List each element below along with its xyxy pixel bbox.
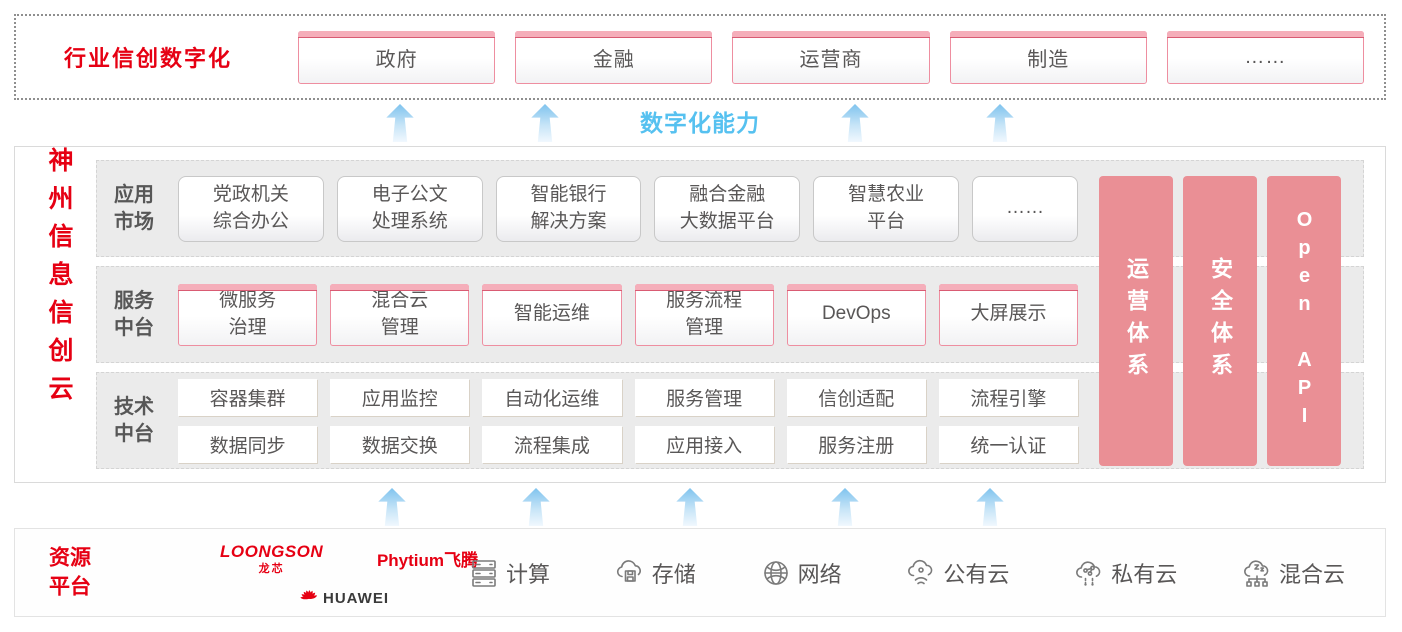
pillar-security-system: 安全体系 [1183, 176, 1257, 466]
resource-items: 计算 存储 网络 [467, 529, 1345, 616]
resource-section: 资源平台 LOONGSON 龙芯 Phytium飞腾 [14, 528, 1386, 617]
sector-box-carrier: 运营商 [732, 31, 930, 84]
app-market-boxes: 党政机关综合办公 电子公文处理系统 智能银行解决方案 融合金融大数据平台 智慧农… [178, 175, 1078, 242]
service-box: DevOps [786, 283, 927, 346]
huawei-logo: HUAWEI [299, 588, 389, 608]
tech-box: 应用接入 [634, 425, 774, 463]
sector-row: 政府 金融 运营商 制造 …… [298, 31, 1365, 84]
pillar-open-api: Open API [1267, 176, 1341, 466]
sector-box-manufacturing: 制造 [949, 31, 1148, 84]
resource-item-private-cloud: 私有云 [1072, 556, 1177, 590]
application-box: 电子公文处理系统 [336, 175, 483, 242]
vendor-logos: LOONGSON 龙芯 Phytium飞腾 [210, 534, 478, 612]
public-cloud-icon [908, 559, 933, 584]
resource-item-compute: 计算 [467, 556, 550, 590]
industry-section-title: 行业信创数字化 [64, 46, 233, 71]
sector-box-more: …… [1166, 31, 1365, 84]
application-box: 智慧农业平台 [813, 175, 959, 242]
up-arrow-icon [676, 488, 704, 526]
tech-box: 应用监控 [330, 378, 470, 416]
resource-item-storage: 存储 [613, 556, 696, 590]
pillar-operations-system: 运营体系 [1099, 176, 1173, 466]
up-arrow-icon [378, 488, 406, 526]
tech-box: 数据交换 [330, 425, 470, 463]
service-box: 智能运维 [482, 283, 622, 346]
tech-box: 服务注册 [786, 425, 926, 463]
sector-box-finance: 金融 [515, 31, 713, 84]
row-label-app-market: 应用市场 [114, 183, 154, 233]
service-box: 混合云管理 [330, 283, 470, 346]
row-label-tech-platform: 技术中台 [114, 395, 154, 445]
service-boxes: 微服务治理 混合云管理 智能运维 服务流程管理 DevOps 大屏展示 [178, 283, 1079, 346]
service-box: 服务流程管理 [634, 283, 774, 346]
server-icon [472, 559, 496, 587]
platform-rows: 应用市场 党政机关综合办公 电子公文处理系统 智能银行解决方案 融合金融大数据平… [96, 160, 1364, 469]
resource-item-network: 网络 [759, 556, 842, 590]
huawei-flower-icon [300, 590, 318, 600]
application-box: 智能银行解决方案 [495, 175, 642, 242]
loongson-logo: LOONGSON 龙芯 [220, 542, 324, 575]
hybrid-cloud-icon [1244, 559, 1269, 587]
resource-item-public-cloud: 公有云 [904, 556, 1009, 590]
service-box: 大屏展示 [938, 283, 1079, 346]
phytium-logo: Phytium飞腾 [376, 551, 478, 570]
platform-title: 神州信息信创云 [45, 147, 73, 413]
up-arrow-icon [531, 104, 559, 142]
capability-label: 数字化能力 [640, 110, 760, 136]
row-tech-platform: 技术中台 容器集群 应用监控 自动化运维 服务管理 信创适配 流程引擎 数据同步… [96, 372, 1364, 469]
row-label-service-platform: 服务中台 [114, 289, 154, 339]
tech-box: 流程引擎 [938, 378, 1078, 416]
row-service-platform: 服务中台 微服务治理 混合云管理 智能运维 服务流程管理 DevOps 大屏展示 [96, 266, 1364, 363]
tech-boxes: 容器集群 应用监控 自动化运维 服务管理 信创适配 流程引擎 数据同步 数据交换… [178, 378, 1078, 463]
row-app-market: 应用市场 党政机关综合办公 电子公文处理系统 智能银行解决方案 融合金融大数据平… [96, 160, 1364, 257]
application-box: 融合金融大数据平台 [654, 175, 801, 242]
application-box-more: …… [971, 175, 1078, 242]
network-globe-icon [763, 560, 788, 585]
tech-box: 统一认证 [938, 425, 1078, 463]
tech-box: 服务管理 [634, 378, 774, 416]
up-arrow-icon [386, 104, 414, 142]
tech-box: 信创适配 [786, 378, 926, 416]
tech-box: 自动化运维 [482, 378, 622, 416]
industry-section: 行业信创数字化 政府 金融 运营商 制造 …… [14, 14, 1386, 100]
resource-section-title: 资源平台 [49, 546, 91, 599]
up-arrow-icon [522, 488, 550, 526]
platform-section: 神州信息信创云 应用市场 党政机关综合办公 电子公文处理系统 智能银行解决方案 … [14, 146, 1386, 483]
private-cloud-icon [1076, 560, 1101, 586]
tech-box: 流程集成 [482, 425, 622, 463]
resource-item-hybrid-cloud: 混合云 [1240, 556, 1345, 590]
up-arrow-icon [976, 488, 1004, 526]
tech-box: 容器集群 [178, 378, 318, 416]
up-arrow-icon [831, 488, 859, 526]
sector-box-government: 政府 [298, 31, 496, 84]
up-arrow-icon [841, 104, 869, 142]
up-arrow-icon [986, 104, 1014, 142]
application-box: 党政机关综合办公 [178, 175, 324, 242]
service-box: 微服务治理 [178, 283, 318, 346]
tech-box: 数据同步 [178, 425, 318, 463]
storage-cloud-icon [616, 559, 641, 582]
